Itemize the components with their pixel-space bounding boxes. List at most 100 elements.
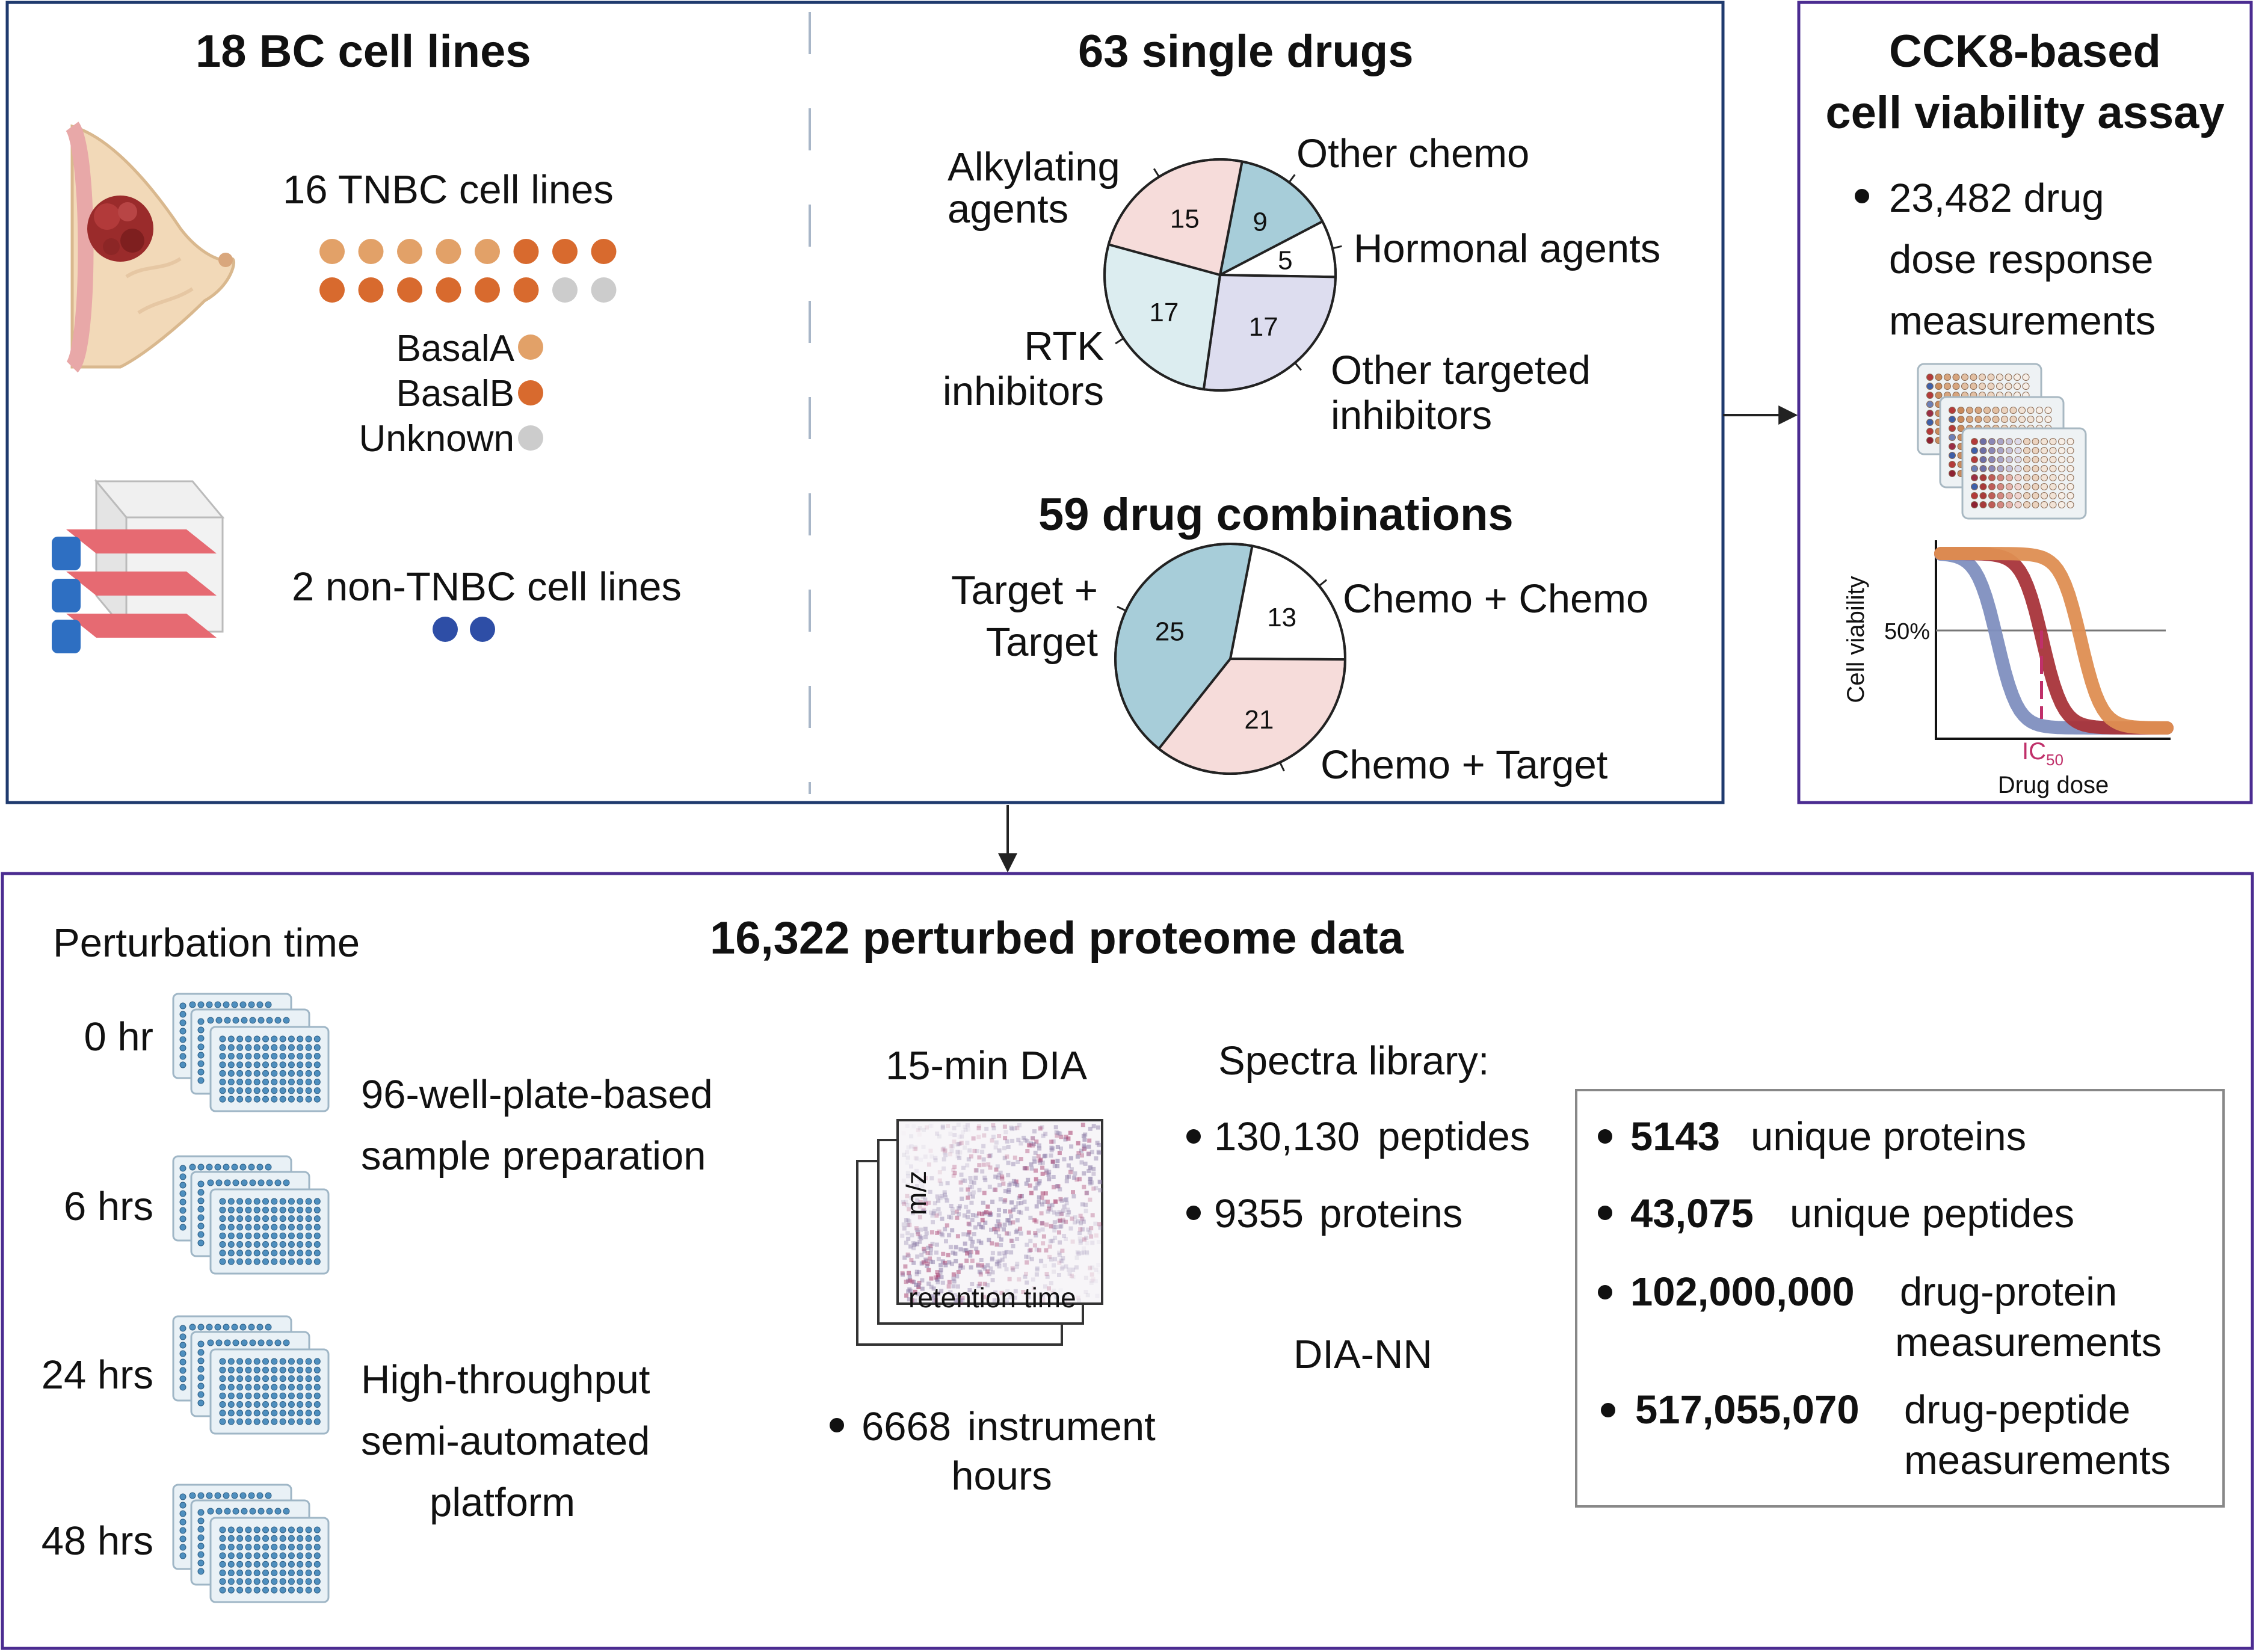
non-tnbc-label: 2 non-TNBC cell lines [292, 564, 682, 609]
curve-axes [1935, 540, 2171, 740]
pie-value-label: 15 [1170, 204, 1200, 233]
y-axis-label: Cell viability [1843, 576, 1869, 703]
legend-basal-b: BasalB [396, 373, 514, 415]
cell-line-dot-basalb [397, 277, 422, 303]
platform-line-3: platform [429, 1480, 576, 1525]
cell-line-dot-basalb [319, 277, 345, 303]
cell-line-dot-unknown [552, 277, 578, 303]
panel-drug-screen-frame [5, 1, 1725, 804]
pie-label-alkylating-1: Alkylating [948, 144, 1120, 190]
result-peptide-meas-label: drug-peptide [1904, 1387, 2131, 1432]
pie-label-hormonal: Hormonal agents [1354, 226, 1661, 271]
breast-tumor-icon [65, 122, 235, 373]
library-proteins-label: proteins [1319, 1191, 1463, 1236]
pie-value-label: 21 [1244, 705, 1274, 735]
cell-line-dot-basalb [513, 239, 539, 264]
cell-line-dot-basalb [436, 277, 461, 303]
cell-line-dot-basalb [591, 239, 617, 264]
cell-line-dot-basalb [358, 277, 384, 303]
tnbc-cell-line-dots [319, 239, 617, 303]
library-peptides-label: peptides [1378, 1114, 1530, 1159]
result-peptide-meas-value: 517,055,070 [1635, 1387, 1860, 1432]
assay-title-line-1: CCK8-based [1889, 26, 2161, 77]
proteome-title: 16,322 perturbed proteome data [710, 913, 1404, 964]
result-proteins-value: 5143 [1630, 1114, 1721, 1159]
cell-line-dot-basalb [552, 239, 578, 264]
result-protein-meas-label: drug-protein [1900, 1269, 2118, 1315]
pie-label-rtk-1: RTK [1024, 324, 1104, 369]
platform-line-2: semi-automated [361, 1419, 650, 1464]
result-proteins-label: unique proteins [1751, 1114, 2027, 1159]
result-protein-meas-value: 102,000,000 [1630, 1269, 1855, 1315]
reference-line-label: 50% [1884, 619, 1930, 644]
platform-line-1: High-throughput [361, 1357, 650, 1402]
pie-value-label: 9 [1253, 208, 1267, 237]
pie-label-target-target-2: Target [985, 620, 1098, 665]
prep-line-2: sample preparation [361, 1133, 706, 1179]
cell-line-dot-basalb [475, 277, 500, 303]
dia-spectra-icon [856, 1119, 1103, 1346]
instrument-label-2: hours [951, 1453, 1052, 1499]
pie-label-alkylating-2: agents [948, 186, 1069, 232]
library-proteins-value: 9355 [1214, 1191, 1304, 1236]
pie-label-other-targeted-1: Other targeted [1331, 348, 1591, 393]
library-title: Spectra library: [1218, 1038, 1490, 1083]
single-drugs-pie: 95 17 17 15 [1103, 158, 1342, 392]
panel-viability-frame [1797, 1, 2253, 804]
panel-proteome-frame [1, 872, 2254, 1650]
software-label: DIA-NN [1293, 1332, 1432, 1377]
dia-axis-retention: retention time [908, 1282, 1076, 1313]
pie-label-rtk-2: inhibitors [942, 369, 1104, 414]
cell-line-dot-basala [475, 239, 500, 264]
pie-label-other-chemo: Other chemo [1296, 131, 1530, 176]
pie-label-other-targeted-2: inhibitors [1331, 393, 1493, 438]
drug-combinations-pie: 13 21 25 [1114, 543, 1347, 775]
pie-value-label: 17 [1149, 298, 1179, 327]
library-peptides-value: 130,130 [1214, 1114, 1360, 1159]
assay-bullet-line-2: dose response [1889, 237, 2154, 282]
result-peptides-label: unique peptides [1790, 1191, 2075, 1236]
cell-line-dot-basala [358, 239, 384, 264]
result-peptide-meas-label-2: measurements [1904, 1438, 2171, 1483]
ic50-label: IC50 [2022, 738, 2063, 769]
drug-combinations-title: 59 drug combinations [1038, 489, 1514, 540]
dia-axis-mz: m/z [901, 1170, 932, 1215]
pie-label-chemo-chemo: Chemo + Chemo [1343, 576, 1649, 621]
cell-line-dot-unknown [591, 277, 617, 303]
assay-title-line-2: cell viability assay [1825, 87, 2225, 138]
cell-culture-flask-icon [52, 478, 225, 653]
time-6hrs: 6 hrs [64, 1184, 153, 1229]
result-peptides-value: 43,075 [1630, 1191, 1754, 1236]
result-protein-meas-label-2: measurements [1895, 1320, 2162, 1365]
time-48hrs: 48 hrs [41, 1518, 153, 1564]
pie-label-target-target-1: Target + [951, 568, 1098, 613]
assay-bullet-line-3: measurements [1889, 298, 2156, 344]
perturbation-time-title: Perturbation time [53, 920, 360, 966]
legend-basal-a: BasalA [396, 328, 514, 369]
legend-swatches [518, 334, 543, 451]
legend-unknown: Unknown [359, 418, 514, 460]
pie-label-chemo-target: Chemo + Target [1321, 742, 1608, 787]
perturbation-plates [172, 993, 330, 1603]
pie-value-label: 5 [1278, 245, 1292, 275]
results-box [1575, 1089, 2225, 1508]
assay-plates-icon [1917, 363, 2087, 520]
pie-value-label: 13 [1267, 603, 1296, 632]
dia-title: 15-min DIA [886, 1043, 1088, 1088]
cell-line-dot-basala [397, 239, 422, 264]
dose-response-series [1934, 547, 2174, 735]
x-axis-label: Drug dose [1998, 772, 2109, 798]
time-0hr: 0 hr [84, 1014, 153, 1059]
cell-line-dot-basalb [513, 277, 539, 303]
tnbc-label: 16 TNBC cell lines [283, 167, 614, 212]
cell-lines-title: 18 BC cell lines [196, 26, 531, 77]
pie-value-label: 25 [1155, 617, 1185, 647]
non-tnbc-dots [433, 617, 495, 642]
pie-value-label: 17 [1249, 312, 1278, 342]
cell-line-dot-basala [436, 239, 461, 264]
instrument-label: instrument [967, 1404, 1156, 1449]
single-drugs-title: 63 single drugs [1078, 26, 1414, 77]
bullets [830, 189, 1869, 1432]
